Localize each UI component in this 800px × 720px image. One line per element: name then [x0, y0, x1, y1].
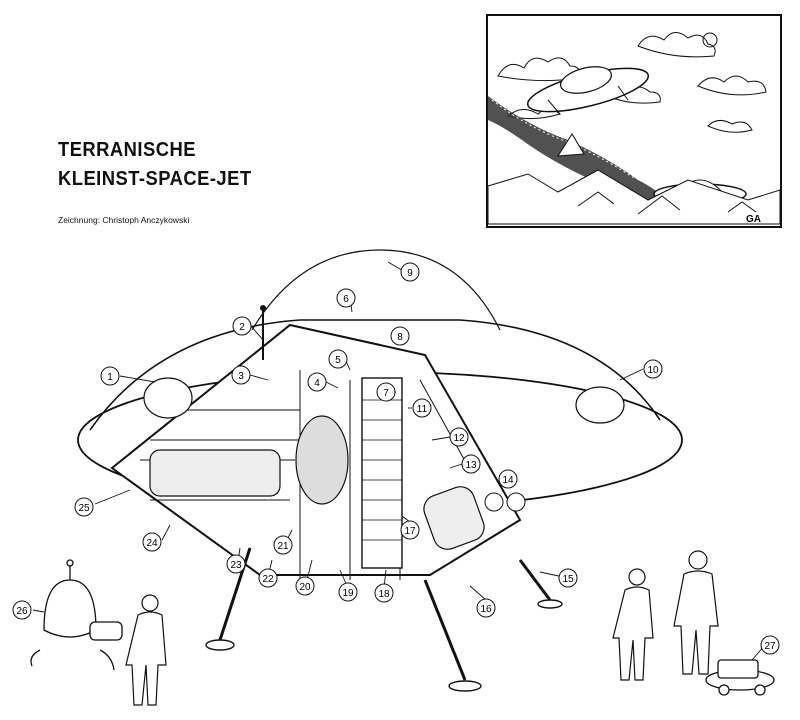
- sphere-right: [506, 492, 526, 512]
- sphere-left: [484, 492, 504, 512]
- upper-hull: [89, 319, 661, 431]
- svg-text:15: 15: [562, 574, 574, 585]
- callout-8: 8: [390, 326, 410, 346]
- callout-25: 25: [74, 497, 94, 517]
- svg-text:4: 4: [314, 378, 320, 389]
- callout-14: 14: [498, 469, 518, 489]
- svg-text:16: 16: [480, 604, 492, 615]
- callout-21: 21: [273, 535, 293, 555]
- svg-text:20: 20: [299, 582, 311, 593]
- title-line-2: KLEINST-SPACE-JET: [58, 168, 252, 190]
- svg-text:8: 8: [397, 332, 403, 343]
- svg-text:23: 23: [230, 560, 242, 571]
- callout-19: 19: [338, 582, 358, 602]
- callout-16: 16: [476, 598, 496, 618]
- callout-27: 27: [760, 635, 780, 655]
- callout-20: 20: [295, 576, 315, 596]
- title-line-1: TERRANISCHE: [58, 139, 196, 161]
- callout-23: 23: [226, 554, 246, 574]
- callout-9: 9: [400, 262, 420, 282]
- svg-text:12: 12: [453, 433, 465, 444]
- glass-dome: [251, 249, 501, 331]
- crew-figure-left: [125, 594, 167, 706]
- inset-illustration: GA: [486, 14, 782, 228]
- callout-10: 10: [643, 359, 663, 379]
- callout-15: 15: [558, 568, 578, 588]
- svg-text:26: 26: [16, 606, 28, 617]
- robot-probe: [30, 559, 123, 671]
- svg-text:1: 1: [107, 372, 113, 383]
- callout-3: 3: [231, 365, 251, 385]
- callout-24: 24: [142, 532, 162, 552]
- svg-text:11: 11: [417, 404, 428, 415]
- svg-text:10: 10: [647, 365, 659, 376]
- right-thruster: [423, 486, 485, 550]
- svg-text:6: 6: [343, 294, 349, 305]
- crew-figure-right: [673, 550, 719, 675]
- svg-text:21: 21: [277, 541, 289, 552]
- svg-text:13: 13: [465, 460, 477, 471]
- callout-6: 6: [336, 288, 356, 308]
- inset-saucer-large: [526, 66, 650, 115]
- callout-7: 7: [376, 382, 396, 402]
- illustrator-credit: Zeichnung: Christoph Anczykowski: [58, 215, 190, 225]
- reactor-drum: [295, 415, 349, 505]
- callout-5: 5: [328, 349, 348, 369]
- inset-terrain: [488, 133, 780, 225]
- callout-17: 17: [400, 520, 420, 540]
- svg-text:27: 27: [764, 641, 776, 652]
- callout-markers: 1 2 3 4 5 6 7 8 9 10 11 12 13 14 15 16 1…: [12, 262, 780, 655]
- callout-22: 22: [258, 568, 278, 588]
- svg-text:19: 19: [342, 588, 354, 599]
- callout-4: 4: [307, 372, 327, 392]
- svg-text:5: 5: [335, 355, 341, 366]
- svg-text:18: 18: [378, 589, 390, 600]
- callout-18: 18: [374, 583, 394, 603]
- svg-text:17: 17: [404, 526, 416, 537]
- hatch-left: [143, 377, 193, 419]
- svg-text:9: 9: [407, 268, 413, 279]
- callout-1: 1: [100, 366, 120, 386]
- svg-text:24: 24: [146, 538, 158, 549]
- engine-cylinder: [149, 449, 281, 497]
- svg-text:7: 7: [383, 388, 389, 399]
- inset-sun: [702, 32, 718, 48]
- svg-text:2: 2: [239, 322, 245, 333]
- svg-text:25: 25: [78, 503, 90, 514]
- callout-11: 11: [412, 398, 432, 418]
- inset-signature: GA: [746, 214, 761, 225]
- ground-vehicle: [705, 659, 775, 696]
- callout-13: 13: [461, 454, 481, 474]
- callout-12: 12: [449, 427, 469, 447]
- hatch-right: [575, 386, 625, 424]
- inset-scene: GA: [488, 32, 780, 225]
- callout-2: 2: [232, 316, 252, 336]
- svg-text:3: 3: [238, 371, 244, 382]
- callout-26: 26: [12, 600, 32, 620]
- lift-rungs: [362, 399, 402, 541]
- lift-shaft: [361, 377, 403, 569]
- crew-figure-middle: [612, 568, 654, 681]
- title-block: TERRANISCHE KLEINST-SPACE-JET: [58, 136, 268, 194]
- svg-text:22: 22: [262, 574, 274, 585]
- svg-text:14: 14: [502, 475, 514, 486]
- landing-pads: [205, 599, 563, 692]
